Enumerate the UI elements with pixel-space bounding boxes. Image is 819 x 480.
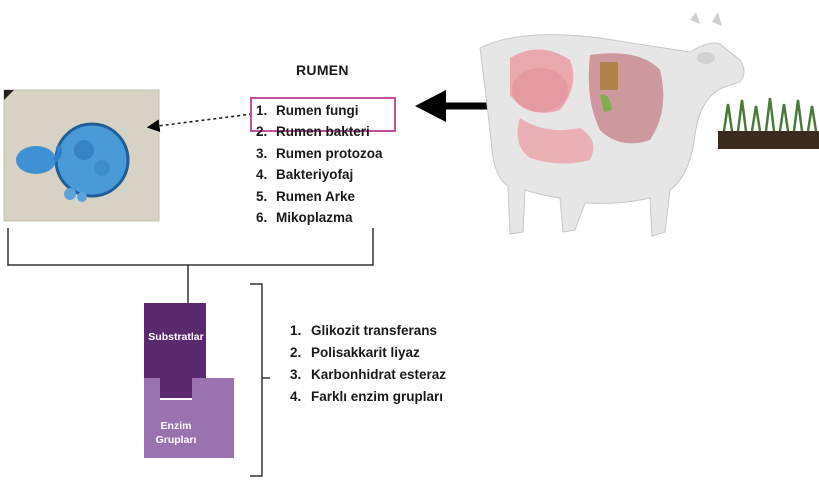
- fungus-micrograph: [4, 90, 159, 221]
- item-label: Rumen Arke: [276, 189, 355, 204]
- list-item: 5.Rumen Arke: [256, 186, 383, 207]
- enzyme-label-line2: Grupları: [146, 433, 206, 447]
- list-item: 3.Karbonhidrat esteraz: [290, 364, 446, 386]
- item-number: 6.: [256, 207, 276, 228]
- enzyme-label-line1: Enzim: [146, 419, 206, 433]
- list-item: 1.Glikozit transferans: [290, 320, 446, 342]
- list-item: 3.Rumen protozoa: [256, 143, 383, 164]
- item-number: 3.: [290, 364, 311, 386]
- item-number: 5.: [256, 186, 276, 207]
- enzyme-label: Enzim Grupları: [146, 419, 206, 447]
- item-number: 1.: [256, 100, 276, 121]
- item-number: 2.: [290, 342, 311, 364]
- rumen-title: RUMEN: [296, 62, 349, 78]
- list-item: 2.Polisakkarit liyaz: [290, 342, 446, 364]
- item-number: 1.: [290, 320, 311, 342]
- microorganism-list: 1.Rumen fungi 2.Rumen bakteri 3.Rumen pr…: [256, 100, 383, 228]
- enzyme-group-list: 1.Glikozit transferans 2.Polisakkarit li…: [290, 320, 446, 408]
- item-number: 3.: [256, 143, 276, 164]
- cow-illustration: [480, 12, 744, 236]
- list-item: 4.Farklı enzim grupları: [290, 386, 446, 408]
- item-number: 2.: [256, 121, 276, 142]
- item-number: 4.: [256, 164, 276, 185]
- list-item: 2.Rumen bakteri: [256, 121, 383, 142]
- list-item: 4.Bakteriyofaj: [256, 164, 383, 185]
- item-number: 4.: [290, 386, 311, 408]
- item-label: Mikoplazma: [276, 210, 353, 225]
- dashed-arrow-to-fungus: [150, 114, 252, 127]
- item-label: Glikozit transferans: [311, 323, 437, 338]
- item-label: Polisakkarit liyaz: [311, 345, 420, 360]
- substrate-label: Substratlar: [146, 330, 206, 344]
- item-label: Rumen bakteri: [276, 124, 370, 139]
- item-label: Bakteriyofaj: [276, 167, 353, 182]
- list-item: 1.Rumen fungi: [256, 100, 383, 121]
- item-label: Rumen protozoa: [276, 146, 383, 161]
- item-label: Rumen fungi: [276, 103, 359, 118]
- item-label: Karbonhidrat esteraz: [311, 367, 446, 382]
- item-label: Farklı enzim grupları: [311, 389, 443, 404]
- list-item: 6.Mikoplazma: [256, 207, 383, 228]
- grass-illustration: [718, 98, 819, 149]
